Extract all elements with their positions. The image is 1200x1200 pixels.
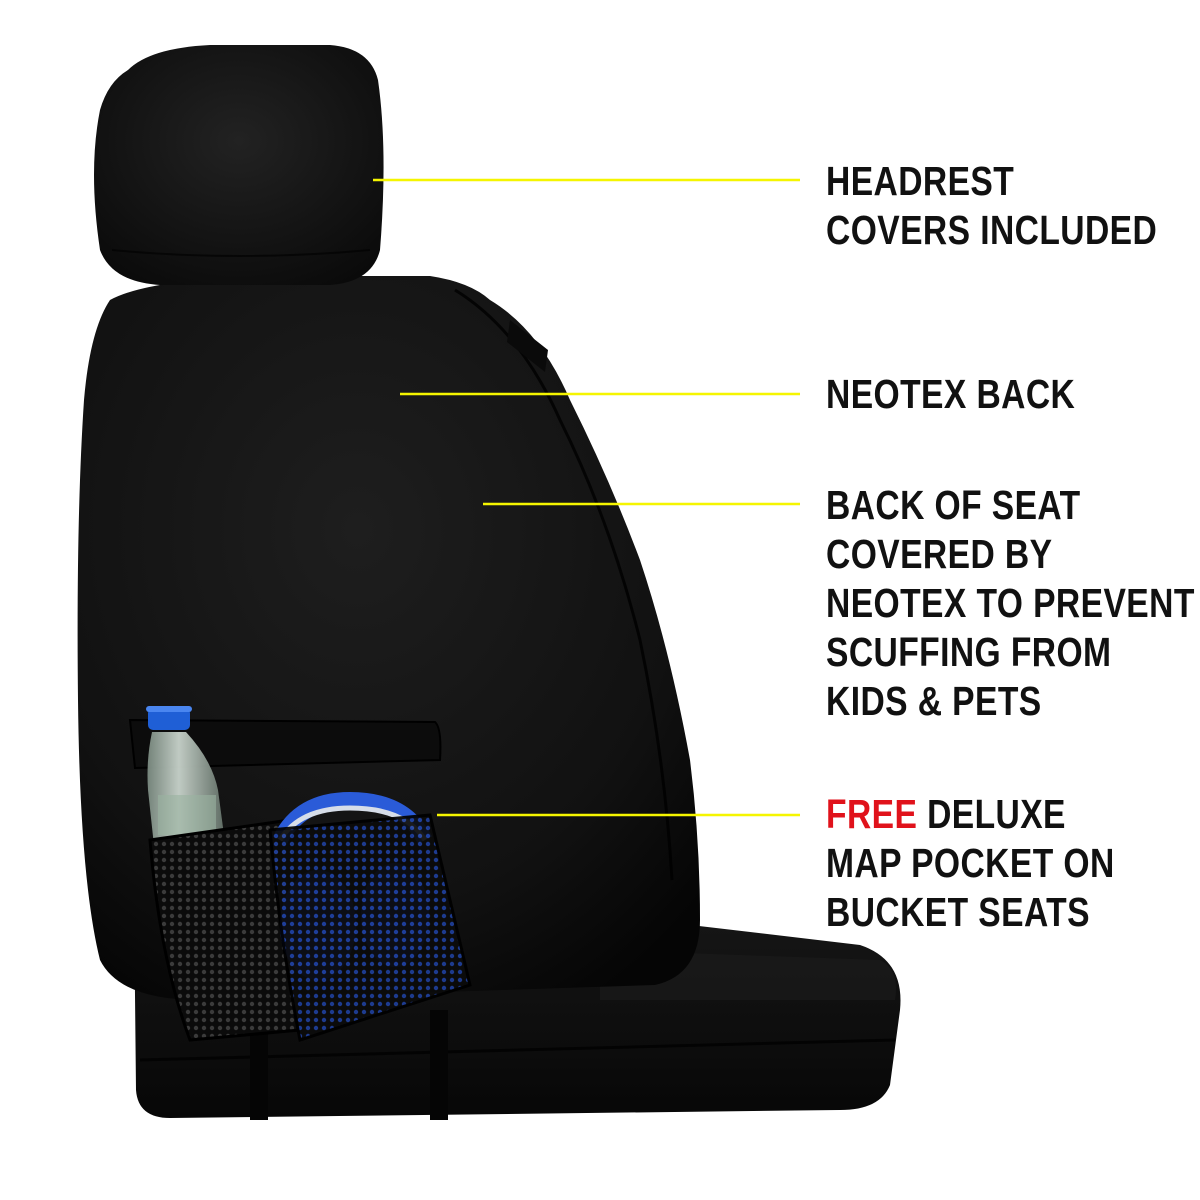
map-pocket	[128, 718, 442, 770]
water-bottle-image	[146, 706, 226, 855]
free-highlight: FREE	[826, 791, 918, 837]
callout-back-of-seat-line-1: BACK OF SEAT	[826, 482, 1081, 528]
callout-map-pocket: FREE DELUXE MAP POCKET ON BUCKET SEATS	[826, 790, 1115, 937]
callout-back-of-seat-line-4: SCUFFING FROM	[826, 629, 1112, 675]
callout-back-of-seat-line-3: NEOTEX TO PREVENT	[826, 580, 1195, 626]
callout-back-of-seat-line-2: COVERED BY	[826, 531, 1053, 577]
callout-headrest-line-1: HEADREST	[826, 158, 1015, 204]
callout-neotex-back-line-1: NEOTEX BACK	[826, 371, 1076, 417]
callout-map-pocket-line-2: MAP POCKET ON	[826, 840, 1115, 886]
mesh-pocket-right	[268, 813, 472, 1042]
callout-neotex-back: NEOTEX BACK	[826, 370, 1075, 419]
callout-back-of-seat-line-5: KIDS & PETS	[826, 678, 1042, 724]
callout-map-pocket-line-1: FREE DELUXE	[826, 790, 1115, 839]
callout-headrest: HEADREST COVERS INCLUDED	[826, 157, 1157, 255]
leader-lines	[373, 178, 800, 817]
callout-back-of-seat: BACK OF SEAT COVERED BY NEOTEX TO PREVEN…	[826, 481, 1195, 726]
callout-map-pocket-line-3: BUCKET SEATS	[826, 889, 1090, 935]
seat-back	[77, 276, 701, 1000]
callout-headrest-line-2: COVERS INCLUDED	[826, 207, 1158, 253]
headrest	[94, 45, 384, 285]
callout-map-pocket-line-1-rest: DELUXE	[917, 791, 1066, 837]
